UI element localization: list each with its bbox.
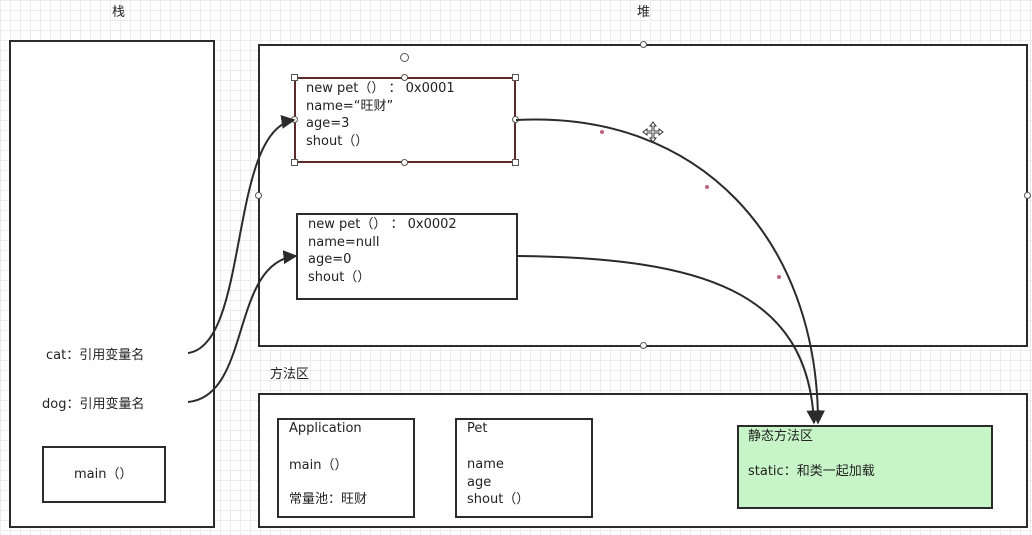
obj1-handle-top[interactable] bbox=[401, 74, 408, 81]
method-area-title: 方法区 bbox=[270, 367, 310, 382]
obj1-header: new pet（） ： 0x0001 bbox=[306, 81, 455, 96]
heap-right-handle[interactable] bbox=[1024, 192, 1031, 199]
obj2-age-field: age=0 bbox=[308, 252, 352, 267]
obj2-header: new pet（） ： 0x0002 bbox=[308, 217, 457, 232]
static-method-area-title: 静态方法区 bbox=[748, 429, 814, 444]
heap-title: 堆 bbox=[637, 5, 651, 20]
obj1-handle-br[interactable] bbox=[512, 159, 519, 166]
application-class-box[interactable]: Application main（） 常量池：旺财 bbox=[277, 418, 415, 518]
obj1-handle-bl[interactable] bbox=[291, 159, 298, 166]
pet-class-name-field: name bbox=[467, 457, 504, 472]
obj1-rotate-handle[interactable] bbox=[400, 53, 409, 62]
curve-waypoint-2 bbox=[705, 185, 709, 189]
pet-object-0x0001[interactable]: new pet（） ： 0x0001 name=“旺财” age=3 shout… bbox=[294, 77, 516, 163]
obj2-shout-method: shout（） bbox=[308, 269, 371, 285]
application-class-title: Application bbox=[289, 421, 362, 436]
heap-top-handle[interactable] bbox=[640, 41, 647, 48]
curve-waypoint-3 bbox=[777, 275, 781, 279]
main-frame-label: main（） bbox=[74, 467, 133, 482]
pet-class-shout-method: shout（） bbox=[467, 492, 530, 507]
application-constant-pool: 常量池：旺财 bbox=[289, 492, 368, 507]
dog-variable-label[interactable]: dog：引用变量名 bbox=[42, 397, 145, 412]
curve-waypoint-1 bbox=[600, 130, 604, 134]
pet-class-age-field: age bbox=[467, 474, 492, 490]
obj1-handle-tl[interactable] bbox=[291, 74, 298, 81]
obj1-to-static-arrow[interactable] bbox=[515, 118, 825, 425]
static-method-area-box[interactable]: 静态方法区 static：和类一起加载 bbox=[737, 425, 993, 509]
obj1-age-field: age=3 bbox=[306, 116, 350, 131]
obj2-name-field: name=null bbox=[308, 234, 380, 250]
heap-bottom-handle[interactable] bbox=[640, 342, 647, 349]
obj1-handle-bottom[interactable] bbox=[401, 159, 408, 166]
pet-class-box[interactable]: Pet name age shout（） bbox=[455, 418, 593, 518]
obj1-name-field: name=“旺财” bbox=[306, 98, 394, 114]
stack-title: 栈 bbox=[112, 5, 126, 20]
application-main-method: main（） bbox=[289, 458, 348, 473]
pet-object-0x0002[interactable]: new pet（） ： 0x0002 name=null age=0 shout… bbox=[296, 213, 518, 300]
static-method-area-text: static：和类一起加载 bbox=[748, 464, 875, 479]
move-cursor-icon bbox=[642, 121, 664, 143]
cat-reference-arrow[interactable] bbox=[187, 115, 296, 354]
obj1-shout-method: shout（） bbox=[306, 133, 369, 149]
dog-reference-arrow[interactable] bbox=[187, 250, 298, 403]
obj1-handle-tr[interactable] bbox=[512, 74, 519, 81]
main-frame-box[interactable]: main（） bbox=[42, 446, 166, 503]
cat-variable-label[interactable]: cat：引用变量名 bbox=[46, 348, 145, 363]
obj2-to-static-arrow[interactable] bbox=[517, 255, 821, 425]
pet-class-title: Pet bbox=[467, 421, 488, 436]
heap-left-handle[interactable] bbox=[255, 192, 262, 199]
